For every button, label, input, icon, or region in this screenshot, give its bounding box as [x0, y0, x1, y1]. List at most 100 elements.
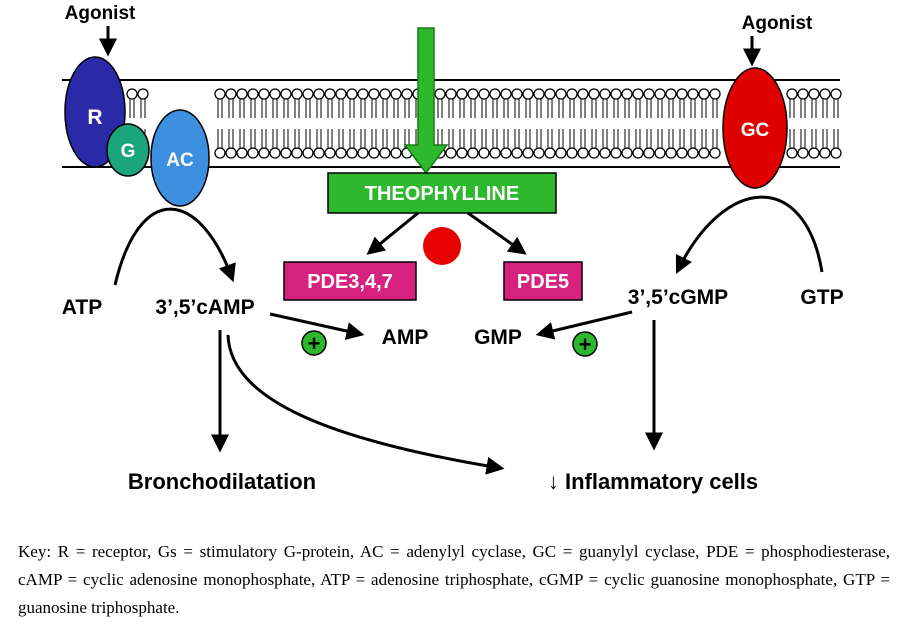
arrow-theophylline-to-pde347: [366, 211, 419, 255]
lipid-tail: [261, 129, 267, 148]
lipid-tail: [371, 99, 377, 118]
lipid-tail: [657, 99, 663, 118]
lipid-head: [236, 147, 248, 159]
lipid-tail: [514, 99, 520, 118]
pde347-box: [283, 261, 417, 301]
lipid-head: [456, 88, 468, 100]
signaling-diagram: Agonist Agonist R G AC GC THEOPHYLLINE P…: [62, 3, 844, 494]
lipid-head: [379, 147, 391, 159]
lipid-head: [654, 147, 666, 159]
lipid-head: [500, 147, 512, 159]
lipid-tail: [822, 129, 828, 148]
lipid-head: [346, 88, 358, 100]
lipid-tail: [613, 129, 619, 148]
guanylyl-cyclase-label: GC: [741, 120, 770, 141]
lipid-head: [280, 88, 292, 100]
lipid-tail: [437, 99, 443, 118]
lipid-head: [302, 88, 314, 100]
inflammatory-cells-label: ↓ Inflammatory cells: [548, 469, 758, 494]
lipid-tail: [800, 99, 806, 118]
adenylyl-cyclase-label: AC: [166, 150, 194, 171]
lipid-tail: [580, 129, 586, 148]
lipid-head: [478, 147, 490, 159]
lipid-head: [808, 147, 820, 159]
lipid-tail: [657, 129, 663, 148]
g-protein-label: G: [121, 141, 136, 162]
lipid-head: [511, 88, 523, 100]
lipid-tail: [635, 99, 641, 118]
lipid-tail: [602, 129, 608, 148]
lipid-tail: [349, 129, 355, 148]
arrow-atp-to-camp: [113, 207, 236, 286]
lipid-head: [819, 88, 831, 100]
lipid-tail: [833, 99, 839, 118]
lipid-tail: [569, 129, 575, 148]
lipid-head: [797, 147, 809, 159]
lipid-tail: [569, 99, 575, 118]
agonist-right-label: Agonist: [742, 13, 813, 34]
lipid-tail: [811, 99, 817, 118]
agonist-left-label: Agonist: [65, 3, 136, 24]
lipid-tail: [481, 129, 487, 148]
plus-badge-camp: +: [301, 330, 327, 356]
lipid-head: [324, 147, 336, 159]
lipid-head: [313, 147, 325, 159]
cgmp-label: 3’,5’cGMP: [628, 286, 728, 309]
bronchodilatation-label: Bronchodilatation: [128, 469, 316, 494]
lipid-tail: [217, 99, 223, 118]
lipid-tail: [294, 99, 300, 118]
lipid-head: [588, 147, 600, 159]
lipid-head: [401, 88, 413, 100]
lipid-tail: [448, 129, 454, 148]
pde5-label: PDE5: [517, 271, 569, 293]
lipid-head: [632, 147, 644, 159]
lipid-tail: [800, 129, 806, 148]
lipid-head: [478, 88, 490, 100]
lipid-head: [434, 88, 446, 100]
lipid-head: [566, 88, 578, 100]
lipid-head: [500, 88, 512, 100]
lipid-tail: [349, 99, 355, 118]
lipid-head: [643, 88, 655, 100]
lipid-tail: [338, 129, 344, 148]
lipid-head: [302, 147, 314, 159]
lipid-head: [390, 147, 402, 159]
lipid-head: [621, 88, 633, 100]
lipid-tail: [712, 99, 718, 118]
lipid-tail: [448, 99, 454, 118]
lipid-tail: [371, 129, 377, 148]
lipid-head: [698, 88, 710, 100]
lipid-head: [577, 147, 589, 159]
lipid-tail: [470, 129, 476, 148]
plus-symbol: +: [308, 331, 321, 356]
lipid-head: [687, 147, 699, 159]
lipid-tail: [789, 99, 795, 118]
lipid-tail: [679, 99, 685, 118]
lipid-head: [786, 88, 798, 100]
lipid-tail: [316, 99, 322, 118]
lipid-tail: [536, 99, 542, 118]
lipid-tail: [360, 99, 366, 118]
lipid-head: [280, 147, 292, 159]
lipid-head: [225, 147, 237, 159]
lipid-head: [830, 147, 842, 159]
lipid-head: [379, 88, 391, 100]
lipid-head: [709, 147, 721, 159]
lipid-tail: [514, 129, 520, 148]
lipid-head: [665, 88, 677, 100]
lipid-head: [489, 147, 501, 159]
lipid-head: [236, 88, 248, 100]
lipid-tail: [261, 99, 267, 118]
lipid-head: [654, 88, 666, 100]
lipid-tail: [646, 99, 652, 118]
lipid-tail: [470, 99, 476, 118]
g-protein-shape: [106, 123, 150, 177]
lipid-head: [214, 88, 226, 100]
lipid-head: [566, 147, 578, 159]
lipid-tail: [404, 99, 410, 118]
plus-symbol: +: [579, 332, 592, 357]
lipid-tail: [492, 129, 498, 148]
lipid-head: [247, 147, 259, 159]
lipid-head: [819, 147, 831, 159]
lipid-head: [522, 88, 534, 100]
